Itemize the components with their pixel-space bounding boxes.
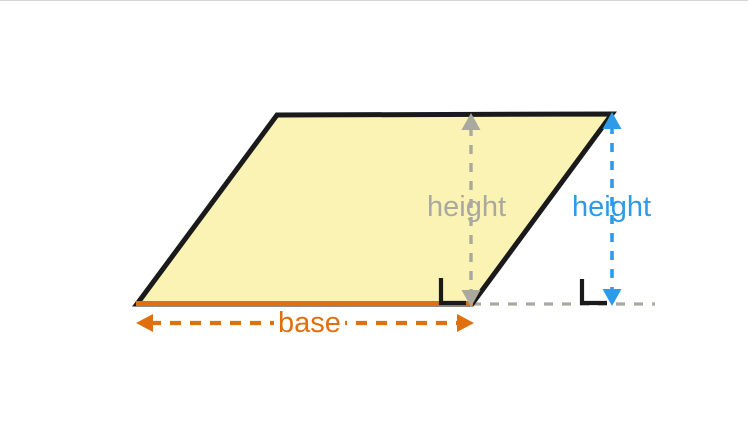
arrow-up-icon-exterior	[602, 112, 622, 129]
interior-height-measure	[461, 113, 481, 307]
arrow-right-icon	[457, 314, 474, 332]
parallelogram-shape	[132, 111, 617, 307]
base-label: base	[274, 309, 345, 338]
arrow-down-icon-interior	[461, 290, 481, 307]
interior-height-label: height	[427, 191, 507, 223]
right-angle-icon-exterior	[579, 279, 607, 306]
exterior-height-measure	[602, 112, 622, 306]
exterior-height-label: height	[572, 191, 652, 223]
right-angle-icon-interior	[438, 278, 466, 306]
arrow-down-icon	[602, 289, 622, 306]
base-measure	[136, 314, 474, 332]
arrow-up-icon	[461, 113, 481, 130]
arrow-left-icon	[136, 314, 153, 332]
